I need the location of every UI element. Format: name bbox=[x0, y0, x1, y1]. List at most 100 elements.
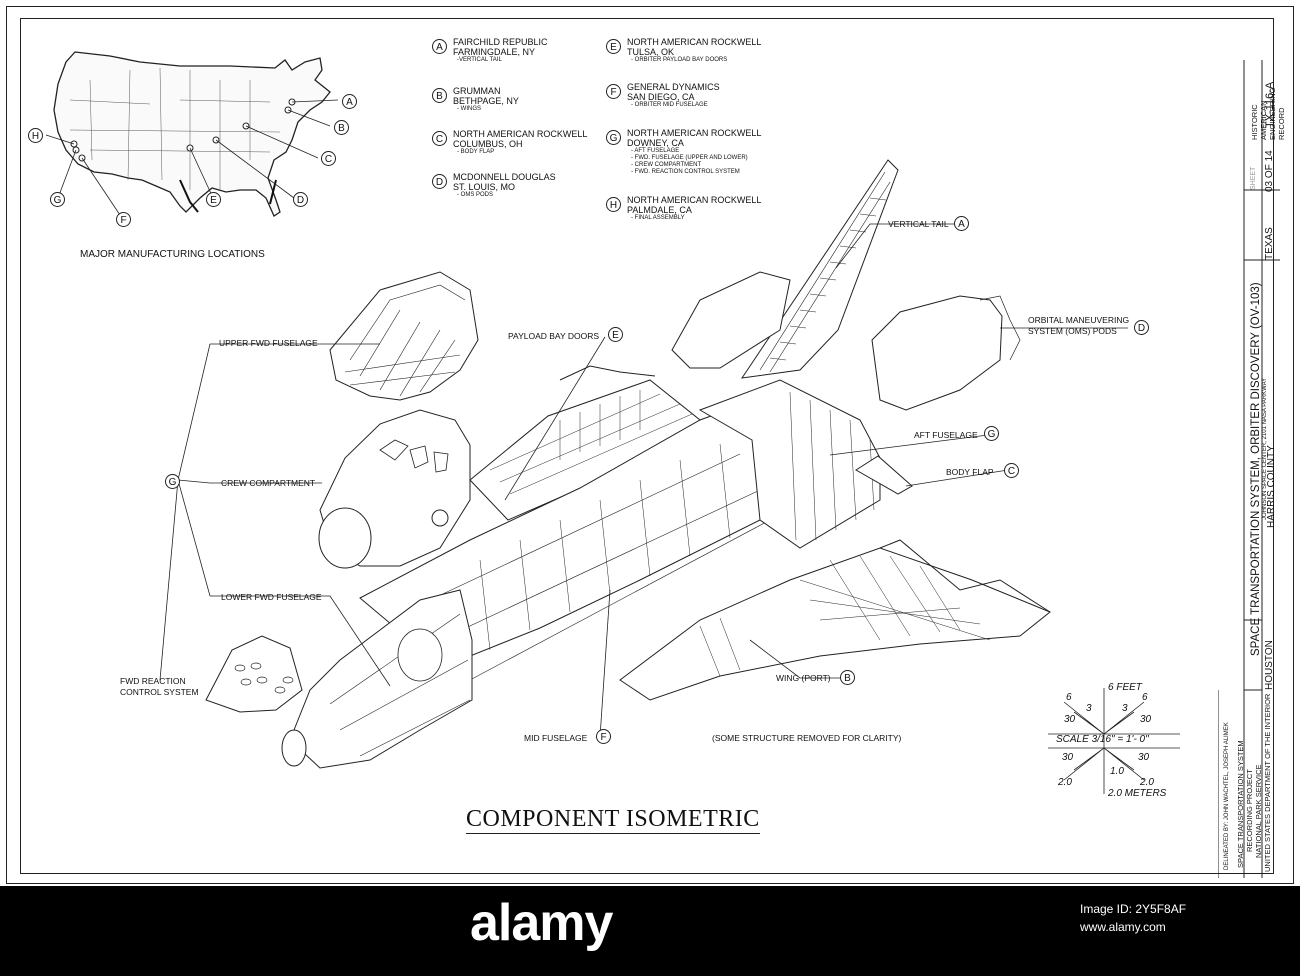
watermark-image-id: Image ID: 2Y5F8AF bbox=[1080, 902, 1187, 916]
legend-company: FAIRCHILD REPUBLIC bbox=[453, 37, 548, 47]
callout-letter-e: E bbox=[608, 327, 623, 342]
title-project-4: UNITED STATES DEPARTMENT OF THE INTERIOR bbox=[1263, 693, 1272, 872]
wing-port bbox=[619, 547, 1051, 701]
legend-company: NORTH AMERICAN ROCKWELL bbox=[627, 195, 762, 205]
callout-payload-bay-doors: PAYLOAD BAY DOORS bbox=[508, 331, 600, 341]
callout-letter-c: C bbox=[1004, 463, 1019, 478]
legend-item: -VERTICAL TAIL bbox=[457, 57, 502, 63]
title-project-1: SPACE TRANSPORTATION SYSTEM bbox=[1236, 740, 1245, 868]
drawing-title: COMPONENT ISOMETRIC bbox=[466, 806, 760, 834]
legend-letter-e: E bbox=[606, 39, 621, 54]
callout-aft-fuselage: AFT FUSELAGE bbox=[914, 430, 978, 440]
scale-ft-tick-4: 6 bbox=[1142, 692, 1148, 703]
legend-letter-f: F bbox=[606, 84, 621, 99]
oms-pod-right bbox=[871, 295, 1003, 411]
scale-m-tick-1: 30 bbox=[1062, 752, 1074, 763]
legend-company: NORTH AMERICAN ROCKWELL bbox=[627, 128, 762, 138]
scale-m-tick-3: 1.0 bbox=[1110, 766, 1124, 777]
legend-company: GRUMMAN bbox=[453, 86, 501, 96]
body-flap bbox=[855, 455, 913, 495]
legend-company: GENERAL DYNAMICS bbox=[627, 82, 720, 92]
callout-fwd-rcs-line1: FWD REACTION bbox=[120, 676, 186, 686]
title-record-number: TX-116-A bbox=[1264, 81, 1276, 128]
lower-fwd-fuselage bbox=[289, 589, 473, 769]
callout-oms-line2: SYSTEM (OMS) PODS bbox=[1028, 326, 1117, 336]
legend-place: TULSA, OK bbox=[627, 47, 675, 57]
map-title: MAJOR MANUFACTURING LOCATIONS bbox=[80, 249, 265, 260]
legend-item: - BODY FLAP bbox=[457, 149, 495, 155]
legend-place: FARMINGDALE, NY bbox=[453, 47, 536, 57]
map-marker-e: E bbox=[206, 192, 221, 207]
callout-upper-fwd-fuselage: UPPER FWD FUSELAGE bbox=[219, 338, 318, 348]
callout-lower-fwd-fuselage: LOWER FWD FUSELAGE bbox=[221, 592, 322, 602]
callout-letter-g-group: G bbox=[165, 474, 180, 489]
callout-oms-line1: ORBITAL MANEUVERING bbox=[1028, 315, 1130, 325]
watermark-logo: alamy bbox=[470, 894, 613, 952]
title-sheet-number: 03 OF 14 bbox=[1264, 150, 1275, 192]
scale-ft-tick-6: 30 bbox=[1140, 714, 1152, 725]
legend-letter-h: H bbox=[606, 197, 621, 212]
legend-company: NORTH AMERICAN ROCKWELL bbox=[453, 129, 588, 139]
fwd-rcs bbox=[205, 635, 303, 713]
legend-letter-a: A bbox=[432, 39, 447, 54]
scale-m-tick-2: 30 bbox=[1138, 752, 1150, 763]
callout-letter-g-aft: G bbox=[984, 426, 999, 441]
us-map bbox=[45, 51, 339, 219]
legend-company: NORTH AMERICAN ROCKWELL bbox=[627, 37, 762, 47]
callout-letter-d: D bbox=[1134, 320, 1149, 335]
legend-letter-g: G bbox=[606, 130, 621, 145]
legend-item: - WINGS bbox=[457, 106, 481, 112]
map-marker-d: D bbox=[293, 192, 308, 207]
scale-graphic bbox=[1048, 688, 1180, 794]
legend-item: - ORBITER MID FUSELAGE bbox=[631, 102, 708, 108]
map-marker-a: A bbox=[342, 94, 357, 109]
scale-ft-tick-3: 3 bbox=[1122, 703, 1128, 714]
callout-mid-fuselage: MID FUSELAGE bbox=[524, 733, 588, 743]
orbiter-isometric bbox=[159, 159, 1128, 769]
title-county: HARRIS COUNTY bbox=[1266, 445, 1277, 528]
scale-m-tick-4: 2.0 bbox=[1058, 777, 1072, 788]
map-marker-f: F bbox=[116, 212, 131, 227]
title-delineated: DELINEATED BY: JOHN WACHTEL, JOSEPH ALIM… bbox=[1224, 722, 1230, 870]
scale-ratio: SCALE 3/16" = 1'- 0" bbox=[1056, 734, 1149, 745]
drawing-border bbox=[20, 18, 1274, 874]
legend-letter-d: D bbox=[432, 174, 447, 189]
legend-place: PALMDALE, CA bbox=[627, 205, 692, 215]
scale-ft-tick-1: 6 bbox=[1066, 692, 1072, 703]
callout-letter-b: B bbox=[840, 670, 855, 685]
callout-fwd-rcs-line2: CONTROL SYSTEM bbox=[120, 687, 199, 697]
upper-fwd-fuselage bbox=[329, 271, 479, 401]
callout-body-flap: BODY FLAP bbox=[946, 467, 994, 477]
legend-item: - CREW COMPARTMENT bbox=[631, 162, 702, 168]
callout-vertical-tail: VERTICAL TAIL bbox=[888, 219, 949, 229]
legend-item: - FWD. REACTION CONTROL SYSTEM bbox=[631, 169, 740, 175]
legend-place: DOWNEY, CA bbox=[627, 138, 684, 148]
watermark-site: www.alamy.com bbox=[1080, 920, 1166, 934]
legend-item: - OMS PODS bbox=[457, 192, 494, 198]
legend-place: ST. LOUIS, MO bbox=[453, 182, 516, 192]
legend-letter-b: B bbox=[432, 88, 447, 103]
watermark-band bbox=[0, 886, 1300, 976]
callout-letter-a: A bbox=[954, 216, 969, 231]
scale-m-tick-5: 2.0 bbox=[1140, 777, 1154, 788]
map-marker-b: B bbox=[334, 120, 349, 135]
scale-ft-tick-5: 30 bbox=[1064, 714, 1076, 725]
title-state: TEXAS bbox=[1264, 227, 1275, 260]
drawing-sheet bbox=[6, 6, 1294, 884]
title-main: SPACE TRANSPORTATION SYSTEM, ORBITER DIS… bbox=[1250, 282, 1262, 656]
callout-wing-port: WING (PORT) bbox=[776, 673, 831, 683]
legend-place: BETHPAGE, NY bbox=[453, 96, 519, 106]
legend-place: COLUMBUS, OH bbox=[453, 139, 523, 149]
scale-meters-label: 2.0 METERS bbox=[1108, 788, 1167, 799]
title-sheet-label: SHEET bbox=[1250, 166, 1257, 190]
title-project-3: NATIONAL PARK SERVICE bbox=[1254, 764, 1263, 859]
scale-feet-label: 6 FEET bbox=[1108, 682, 1142, 693]
map-marker-h: H bbox=[28, 128, 43, 143]
legend-company: MCDONNELL DOUGLAS bbox=[453, 172, 556, 182]
